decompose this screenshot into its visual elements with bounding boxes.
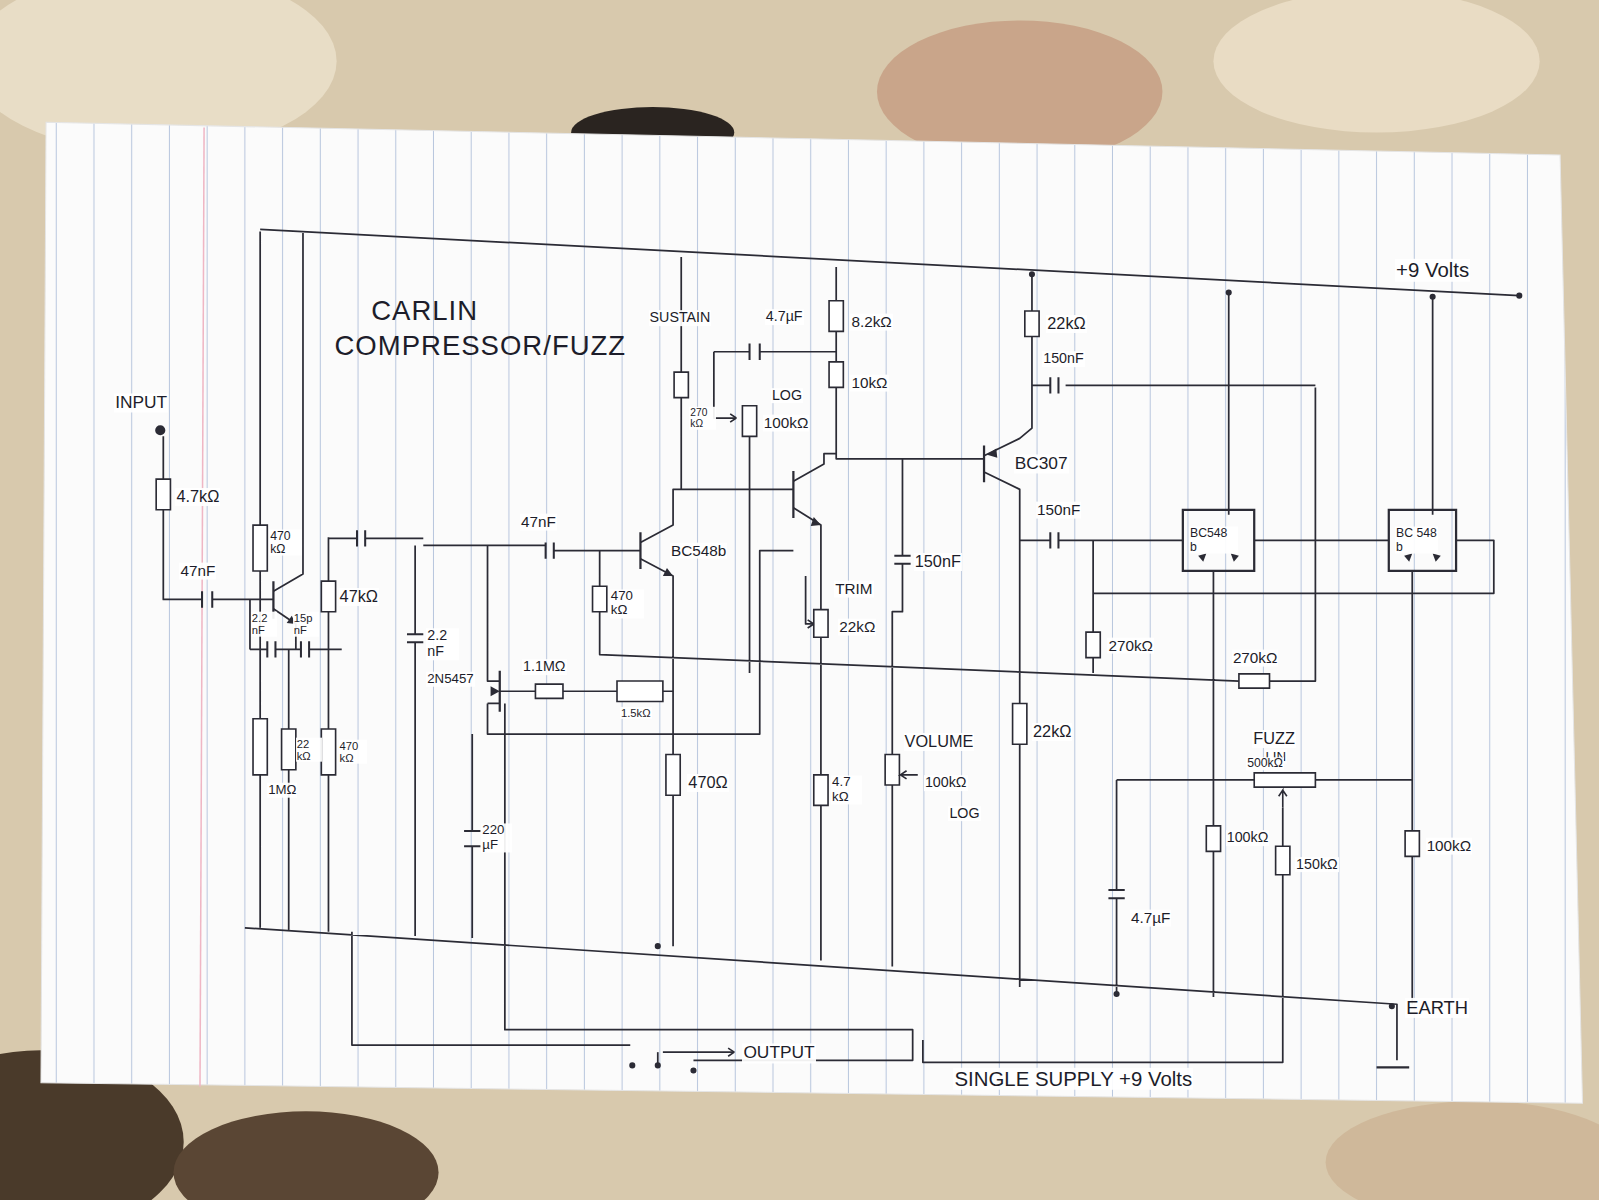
transistor-symbols [273,446,1456,712]
resistor-symbols [156,301,1419,875]
transistor-arrows [287,449,1441,697]
cloth-flower [1326,1101,1599,1200]
component-label: 4.7 kΩ [831,776,862,805]
paper-sheet [41,122,1583,1103]
component-label: 8.2kΩ [850,314,892,331]
component-label: EARTH [1405,997,1469,1017]
component-label: 4.7µF [765,309,804,325]
component-label: +9 Volts [1395,259,1470,281]
component-label: 15p nF [293,612,319,637]
component-label: 47nF [179,563,216,580]
junction-dots [155,271,1522,1073]
component-label: 22kΩ [838,619,876,636]
component-label: BC 548 b [1395,527,1438,554]
component-label: VOLUME [904,733,975,751]
component-label: INPUT [114,393,168,412]
component-label: FUZZ [1252,730,1296,748]
component-label: 22kΩ [1046,315,1086,333]
component-label: 22 kΩ [296,737,322,762]
cloth-flower [1213,0,1539,133]
component-label: TRIM [834,581,873,598]
capacitor-symbols [202,344,1125,899]
component-label: 470 kΩ [269,529,302,556]
component-label: 1.1MΩ [522,659,566,675]
component-label: 22kΩ [1032,723,1072,741]
component-label: 470Ω [687,774,728,792]
pot-wiper-arrows [728,414,1287,1056]
component-label: 470 kΩ [610,589,645,618]
ground-symbol [1377,1066,1410,1068]
component-label: 4.7µF [1130,909,1171,926]
component-label: 47kΩ [339,588,379,606]
component-label: BC548 b [1189,527,1238,554]
component-label: 470 kΩ [339,739,368,764]
component-label: 47nF [520,514,557,531]
component-label: 270kΩ [1107,637,1154,654]
component-label: 2.2 nF [426,629,459,660]
component-label: LOG [948,806,980,822]
schematic-title: CARLIN COMPRESSOR/FUZZ [334,294,671,363]
component-label: SINGLE SUPPLY +9 Volts [953,1068,1193,1090]
component-label: BC307 [1014,454,1069,473]
component-label: 270 kΩ [689,407,715,429]
circuit-wires [163,229,1519,1062]
component-label: 150nF [1042,351,1084,367]
component-label: 100kΩ [763,415,810,432]
component-label: 500kΩ [1246,757,1284,770]
component-label: 1MΩ [267,783,297,798]
component-label: 10kΩ [850,375,888,392]
component-label: 4.7kΩ [175,488,220,506]
component-label: LOG [771,388,803,404]
component-label: 150nF [914,553,962,571]
component-label: 100kΩ [1226,830,1270,846]
cloth-flower [174,1111,439,1200]
output-switch [657,1052,659,1065]
component-label: 150nF [1036,501,1081,518]
component-label: OUTPUT [742,1044,815,1063]
component-label: 220 µF [481,824,512,853]
component-label: 100kΩ [1426,838,1473,855]
component-label: BC548b [670,542,727,559]
component-label: 270kΩ [1232,649,1279,666]
component-label: 1.5kΩ [620,707,652,719]
component-label: 150kΩ [1295,857,1339,873]
component-label: 2N5457 [426,672,474,687]
component-label: 100kΩ [924,775,968,791]
component-label: SUSTAIN [649,310,712,326]
component-label: 2.2 nF [251,612,277,637]
